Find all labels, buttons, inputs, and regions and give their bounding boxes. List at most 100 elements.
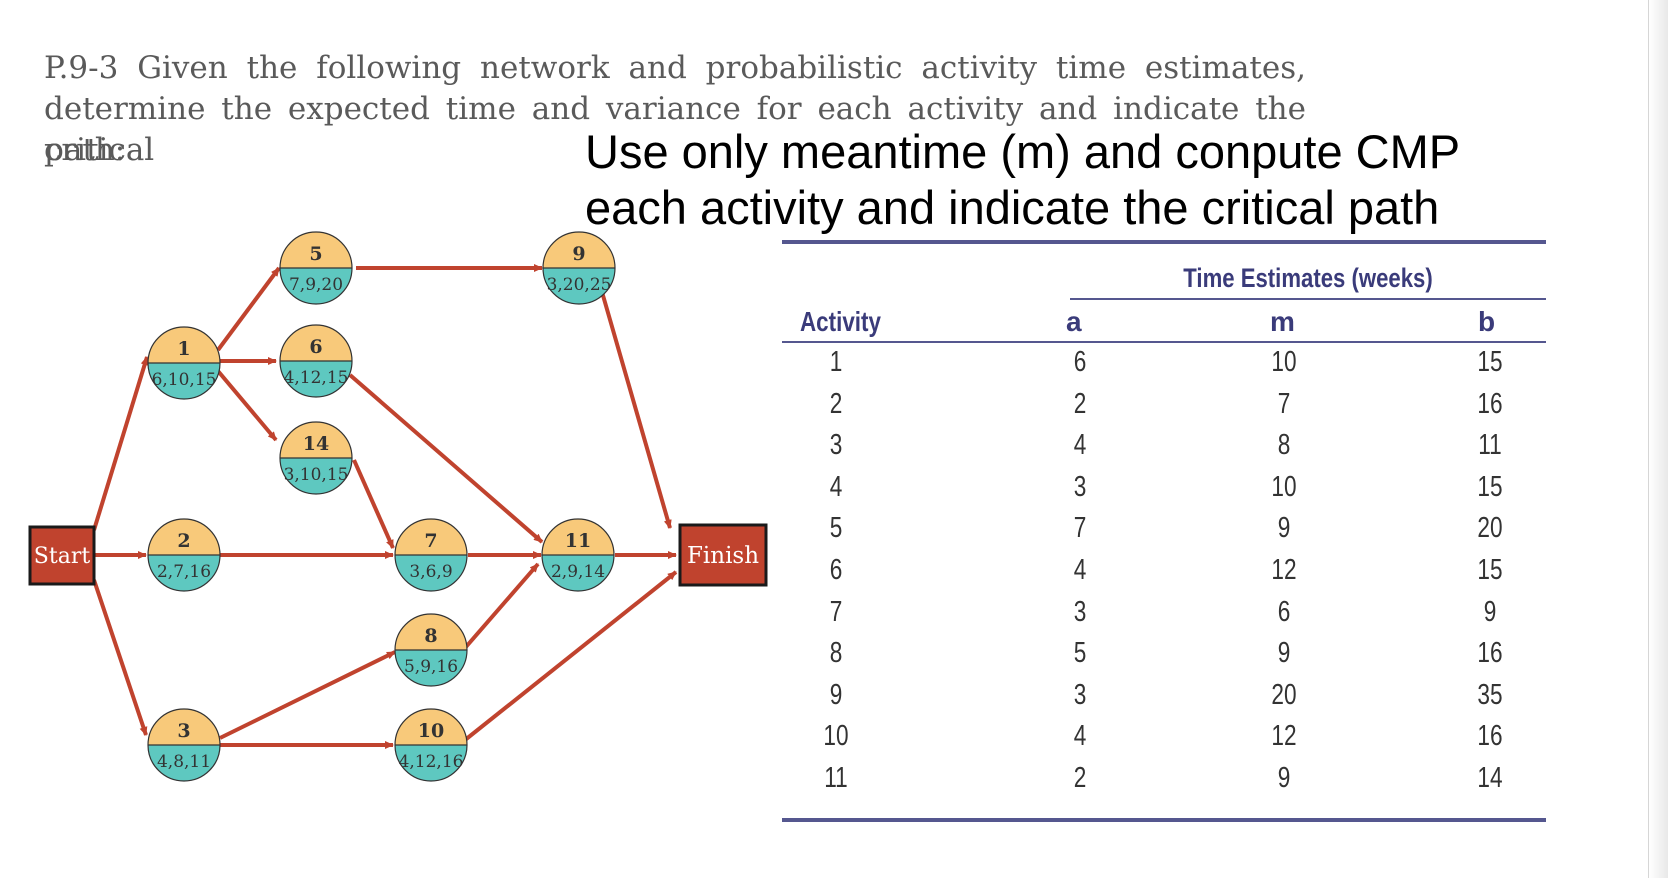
activity-node-9: 9 3,20,25 [542, 231, 616, 305]
group-header-rule [1070, 298, 1546, 300]
edge-start-3 [92, 579, 148, 736]
node-8-estimates: 5,9,16 [404, 657, 458, 677]
activity-node-3: 3 4,8,11 [147, 708, 221, 782]
table-cell: 7 [1073, 512, 1087, 545]
node-7-estimates: 3,6,9 [409, 562, 452, 582]
node-8-id: 8 [424, 625, 437, 647]
column-header-b: b [1478, 306, 1496, 337]
table-cell: 9 [1277, 637, 1291, 670]
node-3-id: 3 [177, 720, 190, 742]
edge-14-7 [352, 459, 395, 549]
node-5-estimates: 7,9,20 [289, 275, 343, 295]
activity-node-10: 10 4,12,16 [394, 708, 468, 782]
table-cell: 2 [1073, 387, 1087, 420]
activity-node-5: 5 7,9,20 [279, 231, 353, 305]
edge-9-finish [598, 284, 672, 529]
node-5-id: 5 [309, 243, 322, 265]
edge-1-14 [216, 369, 278, 442]
finish-node: Finish [678, 523, 768, 587]
annotation-line-1: Use only meantime (m) and conpute CMP [585, 125, 1461, 178]
table-cell: 9 [1483, 595, 1497, 628]
network-diagram: Start Finish 1 6,10,15 2 2,7,16 3 4,8,11… [28, 231, 768, 782]
node-14-estimates: 3,10,15 [284, 465, 349, 485]
table-cell: 12 [1271, 720, 1297, 753]
annotation-line-2: each activity and indicate the critical … [585, 181, 1440, 234]
node-11-id: 11 [565, 530, 591, 552]
table-cell: 5 [1073, 637, 1087, 670]
table-cell: 4 [829, 470, 843, 503]
node-10-estimates: 4,12,16 [399, 752, 464, 772]
table-bottom-rule [782, 818, 1546, 822]
node-1-estimates: 6,10,15 [152, 370, 217, 390]
table-cell: 20 [1477, 512, 1503, 545]
table-cell: 6 [1277, 595, 1291, 628]
activity-node-8: 8 5,9,16 [394, 613, 468, 687]
edge-1-5 [216, 266, 281, 352]
activity-node-7: 7 3,6,9 [394, 518, 468, 592]
table-cell: 7 [1277, 387, 1291, 420]
edge-8-11 [463, 562, 540, 650]
edge-10-finish [463, 570, 678, 742]
node-6-id: 6 [309, 336, 322, 358]
table-cell: 2 [1073, 762, 1087, 794]
edge-3-8 [219, 650, 396, 740]
table-cell: 8 [829, 637, 843, 670]
node-9-id: 9 [572, 243, 585, 265]
node-14-id: 14 [303, 433, 329, 455]
table-cell: 3 [1073, 470, 1087, 503]
node-2-id: 2 [177, 530, 190, 552]
table-cell: 3 [829, 429, 843, 462]
table-cell: 9 [829, 678, 843, 711]
table-cell: 6 [829, 554, 843, 586]
activity-node-14: 14 3,10,15 [279, 421, 353, 495]
table-cell: 15 [1477, 470, 1503, 503]
finish-label: Finish [687, 543, 759, 569]
problem-line-1: P.9-3 Given the following network and pr… [44, 50, 1306, 86]
table-cell: 14 [1477, 762, 1503, 794]
table-cell: 4 [1073, 720, 1087, 753]
table-cell: 16 [1477, 720, 1503, 753]
node-3-estimates: 4,8,11 [157, 752, 211, 772]
node-9-estimates: 3,20,25 [547, 275, 612, 295]
node-6-estimates: 4,12,15 [284, 368, 349, 388]
problem-statement: P.9-3 Given the following network and pr… [44, 48, 1306, 171]
table-cell: 4 [1073, 554, 1087, 586]
table-cell: 3 [1073, 678, 1087, 711]
table-cell: 9 [1277, 512, 1291, 545]
table-cell: 10 [1271, 470, 1297, 503]
table-cell: 20 [1271, 678, 1297, 711]
problem-line-2: determine the expected time and variance… [44, 91, 1306, 168]
start-node: Start [28, 525, 96, 586]
table-cell: 11 [824, 762, 848, 794]
table-cell: 15 [1477, 554, 1503, 586]
column-header-m: m [1270, 306, 1295, 337]
table-cell: 8 [1277, 429, 1291, 462]
node-11-estimates: 2,9,14 [551, 562, 605, 582]
handwritten-annotation: Use only meantime (m) and conpute CMP ea… [585, 124, 1460, 236]
activity-node-2: 2 2,7,16 [147, 518, 221, 592]
node-2-estimates: 2,7,16 [157, 562, 211, 582]
edge-6-11 [348, 373, 544, 544]
node-1-id: 1 [177, 338, 190, 360]
table-cell: 12 [1271, 554, 1297, 586]
column-header-rule [782, 341, 1546, 343]
node-7-id: 7 [424, 530, 437, 552]
edge-start-1 [92, 356, 149, 531]
activity-node-6: 6 4,12,15 [279, 324, 353, 398]
table-cell: 9 [1277, 762, 1291, 794]
table-cell: 5 [829, 512, 843, 545]
time-estimates-header: Time Estimates (weeks) [1183, 263, 1433, 293]
network-edges [92, 264, 678, 749]
start-label: Start [34, 544, 91, 569]
table-cell: 6 [1073, 346, 1087, 378]
table-cell: 10 [1271, 346, 1297, 378]
column-header-activity: Activity [800, 306, 881, 337]
table-cell: 3 [1073, 595, 1087, 628]
table-cell: 16 [1477, 387, 1503, 420]
activity-node-1: 1 6,10,15 [147, 326, 221, 400]
node-10-id: 10 [418, 720, 444, 742]
table-cell: 35 [1477, 678, 1503, 711]
table-cell: 15 [1477, 346, 1503, 378]
table-cell: 7 [829, 595, 843, 628]
table-cell: 10 [823, 720, 849, 753]
